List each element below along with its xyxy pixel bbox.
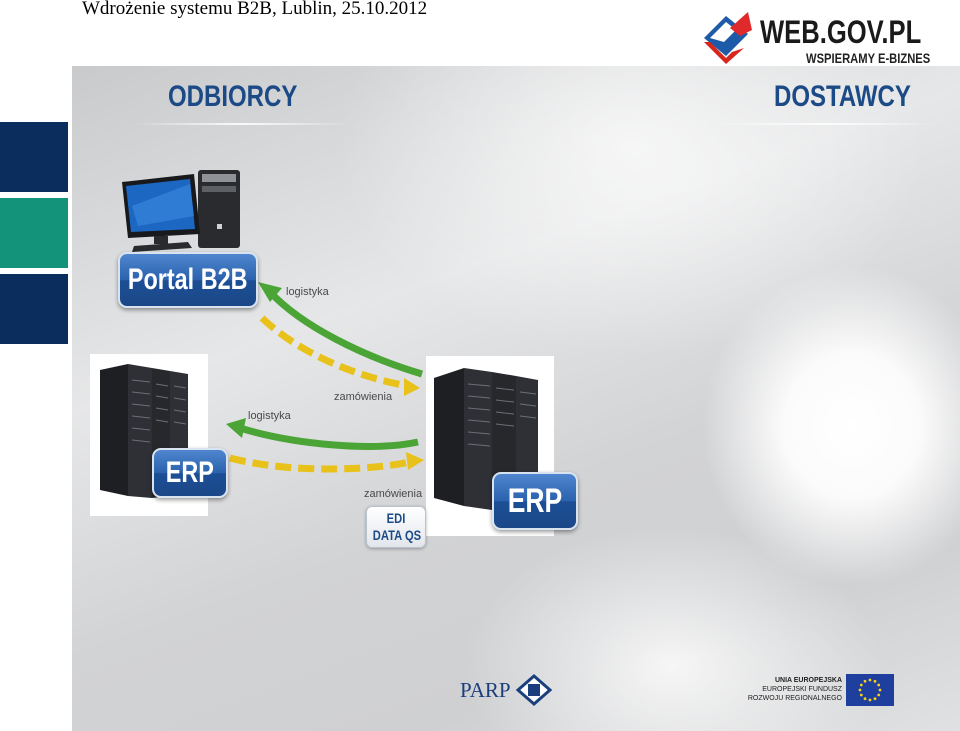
eu-star (859, 693, 863, 697)
arrow-logistyka-mid-icon (226, 418, 419, 450)
arrow-zamowienia-bottom-icon (229, 452, 424, 473)
label-zamowienia-bottom: zamówienia (364, 488, 423, 500)
desktop-computer-icon (122, 170, 240, 252)
eu-star (858, 688, 862, 692)
eu-flag-icon (846, 674, 894, 706)
slide-diagram: ODBIORCY DOSTAWCY (72, 66, 960, 731)
portal-b2b-label: Portal B2B (128, 263, 248, 296)
label-logistyka-top: logistyka (286, 286, 329, 298)
eu-star (878, 688, 882, 692)
logo-tagline: WSPIERAMY E-BIZNES (806, 50, 931, 66)
page-title: Wdrożenie systemu B2B, Lublin, 25.10.201… (82, 0, 428, 19)
edi-data-qs-box: EDI DATA QS (366, 506, 426, 548)
edi-line2: DATA QS (372, 527, 422, 543)
erp-right-label: ERP (507, 481, 563, 520)
heading-dostawcy: DOSTAWCY (774, 80, 911, 113)
eu-star (877, 693, 881, 697)
side-block-navy-bottom (0, 274, 68, 344)
eu-star (877, 683, 881, 687)
eu-star (868, 678, 872, 682)
arrow-zamowienia-top-icon (259, 315, 420, 396)
heading-odbiorcy: ODBIORCY (168, 80, 298, 113)
eu-line3: ROZWOJU REGIONALNEGO (747, 695, 842, 702)
webgovpl-logo: WEB.GOV.PL WSPIERAMY E-BIZNES (700, 8, 950, 72)
eu-star (859, 683, 863, 687)
heading-odbiorcy-underline (132, 123, 352, 125)
parp-logo-icon (515, 674, 553, 706)
heading-dostawcy-underline (712, 123, 942, 125)
erp-left-label: ERP (165, 456, 215, 489)
logo-name: WEB.GOV.PL (760, 14, 922, 50)
erp-right-box: ERP (492, 472, 578, 530)
side-block-teal (0, 198, 68, 268)
diagram-graphics (90, 170, 894, 706)
eu-star (863, 697, 867, 701)
eu-line1: UNIA EUROPEJSKA (774, 677, 842, 684)
left-server-rack-icon (100, 364, 188, 498)
eu-star (873, 679, 877, 683)
label-zamowienia-top: zamówienia (334, 391, 393, 403)
side-block-navy-top (0, 122, 68, 192)
arrow-logistyka-top-icon (258, 282, 424, 378)
portal-b2b-box: Portal B2B (118, 252, 258, 308)
eu-line2: EUROPEJSKI FUNDUSZ (762, 686, 842, 693)
eu-text-block: UNIA EUROPEJSKA EUROPEJSKI FUNDUSZ ROZWO… (742, 676, 842, 703)
logo-emblem-icon (704, 12, 752, 64)
eu-star (863, 679, 867, 683)
parp-logo-text: PARP (460, 678, 511, 702)
erp-left-box: ERP (152, 448, 228, 498)
eu-star (868, 698, 872, 702)
eu-star (873, 697, 877, 701)
label-logistyka-mid: logistyka (248, 410, 291, 422)
edi-line1: EDI (386, 510, 406, 526)
